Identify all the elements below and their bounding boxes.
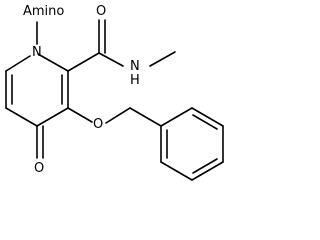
atom-label-ether-o: O [93, 117, 103, 132]
bond-ph-5 [160, 161, 193, 181]
bond-n1-c2 [37, 53, 69, 72]
atom-label-ring-carbonyl-o: O [34, 161, 44, 176]
bond-ph-inner-a [192, 114, 218, 130]
bond-ph-4 [191, 161, 224, 181]
bond-c3-c4 [36, 107, 69, 127]
bond-ph-2 [191, 107, 224, 127]
chemical-structure: Amino N O N H O O [5, 4, 224, 181]
bond-oether-ch2 [105, 107, 131, 124]
bond-n-methyl [149, 51, 176, 67]
atom-label-ring-n: N [32, 45, 42, 60]
bond-ph-1 [160, 107, 193, 127]
atom-label-amide-o: O [96, 4, 106, 19]
structure-canvas: Amino N O N H O O [5, 4, 224, 181]
atom-label-amino: Amino [23, 4, 64, 19]
atom-label-amide-h: H [130, 73, 140, 88]
bond-c2-camide [67, 52, 100, 72]
bond-c6-n1 [5, 55, 31, 72]
atom-label-amide-n: N [130, 59, 140, 74]
bond-c3-oether [67, 107, 93, 123]
bond-ch2-ph [129, 107, 162, 127]
bond-ph-inner-b [192, 158, 218, 174]
bond-c4-c5 [5, 107, 38, 127]
bond-camide-n [98, 52, 124, 67]
